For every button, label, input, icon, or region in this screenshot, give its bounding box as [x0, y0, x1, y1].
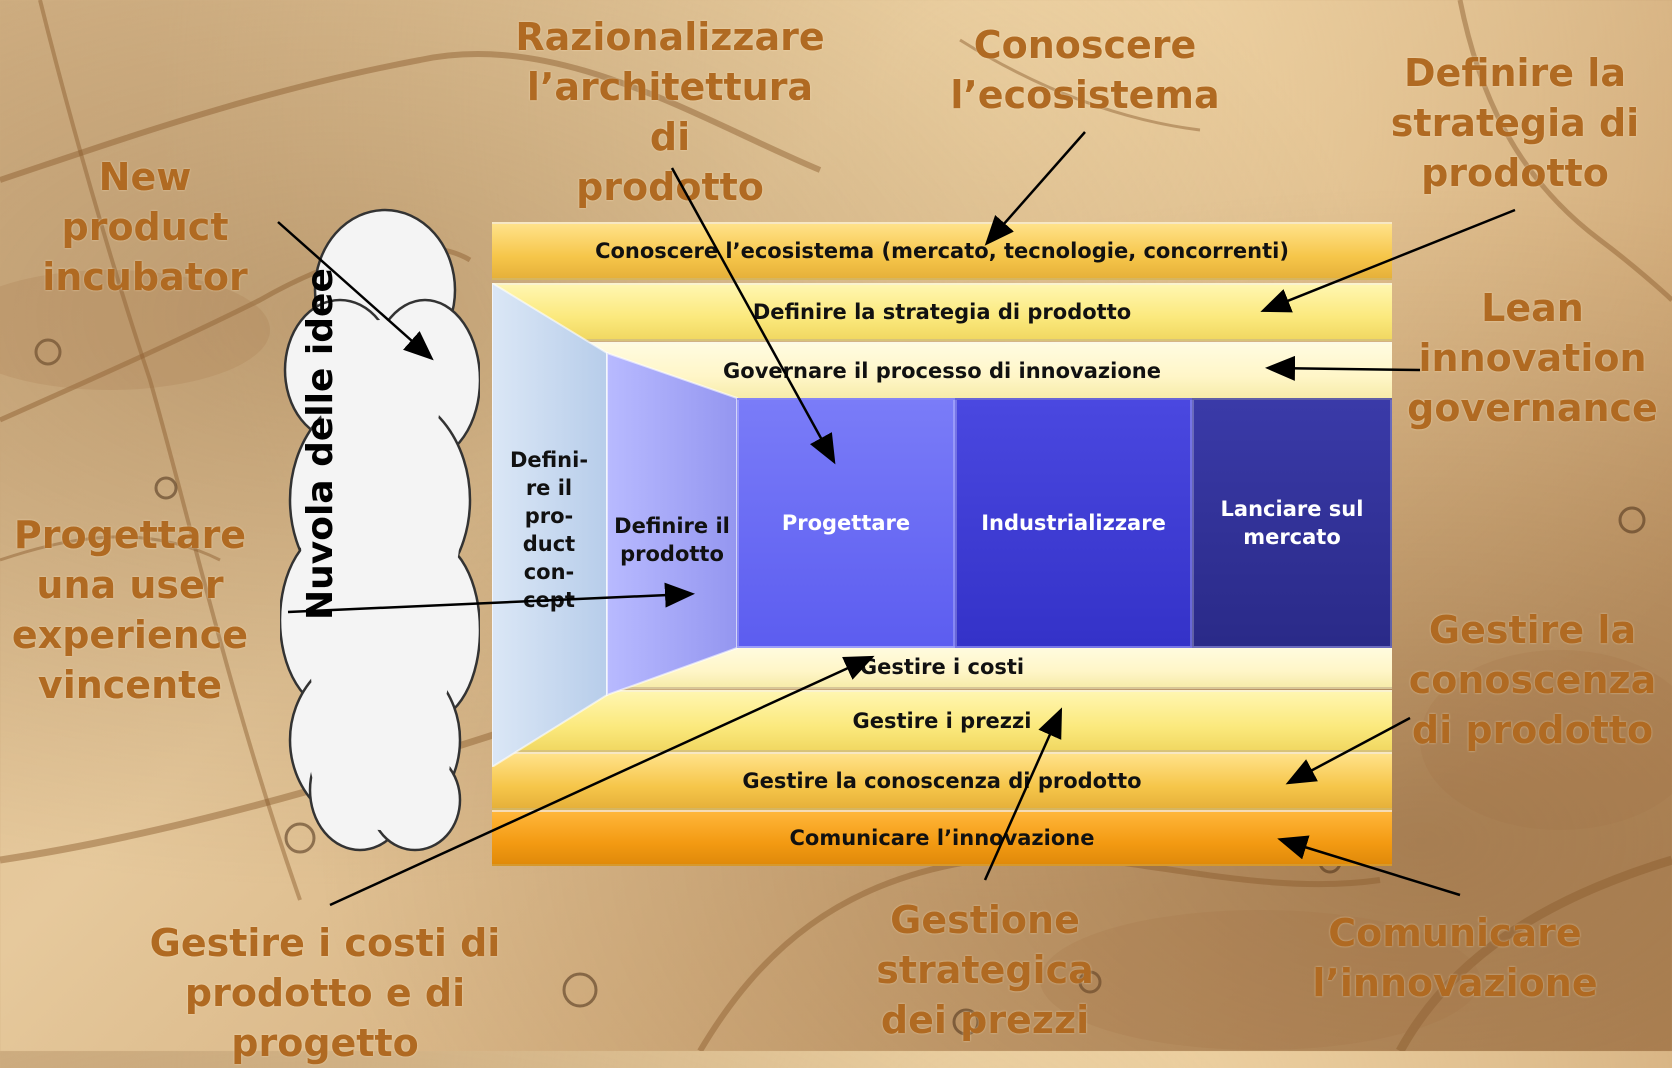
arrow-conoscere: [984, 131, 1086, 246]
arrow-progettare-ux: [287, 582, 695, 614]
band-gestire-prezzi: Gestire i prezzi: [492, 690, 1392, 752]
label-gestione-prezzi: Gestione strategica dei prezzi: [876, 898, 1094, 1042]
arrow-new-product: [277, 221, 434, 361]
label-comunicare-innovazione: Comunicare l’innovazione: [1312, 911, 1598, 1005]
band-gestire-conoscenza: Gestire la conoscenza di prodotto: [492, 752, 1392, 810]
label-definire-strategia: Definire la strategia di prodotto: [1390, 51, 1640, 195]
band-definire-strategia: Definire la strategia di prodotto: [492, 283, 1392, 341]
label-razionalizzare: Razionalizzare l’architettura di prodott…: [515, 15, 825, 209]
arrow-comunicare: [1277, 835, 1461, 897]
band-comunicare-innovazione: Comunicare l’innovazione: [492, 810, 1392, 866]
arrow-gestione-prezzi: [983, 707, 1063, 881]
phase-definire-prodotto: Definire il prodotto: [614, 514, 730, 566]
phase-industrializzare: Industrializzare: [955, 398, 1192, 648]
band-conoscere-ecosistema: Conoscere l’ecosistema (mercato, tecnolo…: [492, 222, 1392, 280]
arrow-strategia: [1260, 208, 1516, 313]
idea-cloud: [280, 208, 480, 852]
label-lean-innovation: Lean innovation governance: [1407, 286, 1658, 430]
funnel-shapes: [492, 283, 738, 767]
label-gestire-conoscenza: Gestire la conoscenza di prodotto: [1408, 608, 1657, 752]
label-gestire-costi: Gestire i costi di prodotto e di progett…: [149, 921, 501, 1065]
arrow-lean: [1265, 355, 1421, 381]
label-progettare-ux: Progettare una user experience vincente: [11, 513, 249, 707]
phase-lanciare-mercato: Lanciare sul mercato: [1192, 398, 1392, 648]
arrow-gestire-costi: [329, 655, 875, 907]
arrow-razionalizzare: [670, 167, 836, 465]
label-conoscere-ecosistema: Conoscere l’ecosistema: [950, 23, 1220, 117]
phase-progettare: Progettare: [737, 398, 955, 648]
label-new-product-incubator: New product incubator: [42, 155, 248, 299]
arrow-gestire-conoscenza: [1285, 716, 1411, 785]
